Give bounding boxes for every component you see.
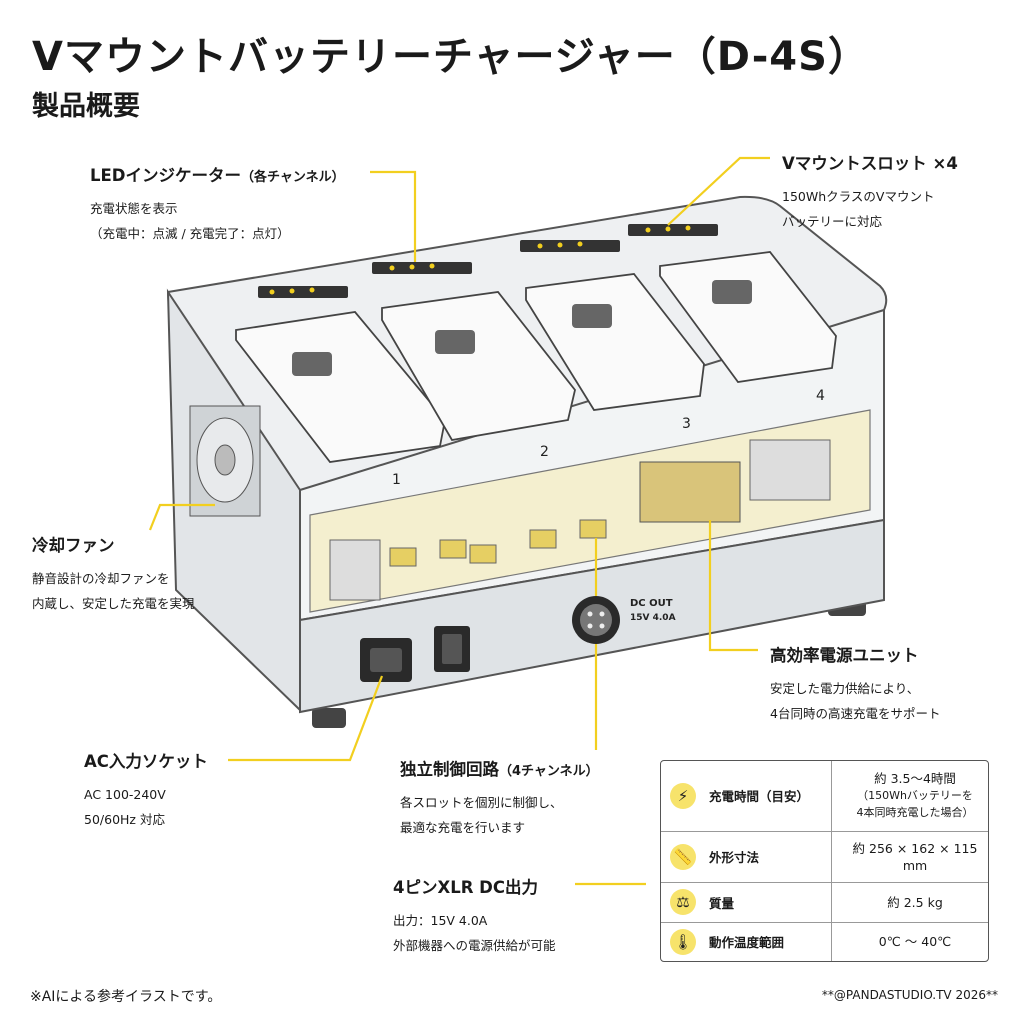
xlr-dc-out (572, 596, 620, 644)
callout-ac-line: AC 100-240V (84, 787, 166, 802)
callout-led: LEDインジケーター（各チャンネル） 充電状態を表示 （充電中：点滅 / 充電完… (90, 162, 345, 246)
callout-ac-line: 50/60Hz 対応 (84, 812, 165, 827)
callout-control-line: 各スロットを個別に制御し、 (400, 795, 563, 810)
led-lights (269, 225, 691, 295)
components (389, 519, 607, 567)
fan-icon (189, 405, 261, 517)
slot-number: 3 (682, 416, 691, 432)
slot-1 (235, 311, 446, 463)
callout-fan-line: 内蔵し、安定した充電を実現 (32, 596, 195, 611)
spec-row: ⚡ 充電時間（目安） 約 3.5〜4時間 （150Whバッテリーを 4本同時充電… (661, 761, 988, 832)
spec-value: 0℃ 〜 40℃ (878, 934, 952, 950)
callout-control: 独立制御回路（4チャンネル） 各スロットを個別に制御し、 最適な充電を行います (400, 756, 599, 840)
callout-control-title: 独立制御回路（4チャンネル） (400, 760, 599, 779)
spec-label: 充電時間（目安） (705, 761, 832, 832)
callout-fan-line: 静音設計の冷却ファンを (32, 571, 170, 586)
ruler-icon: 📏 (670, 843, 696, 870)
callout-dc-line: 外部機器への電源供給が可能 (393, 938, 556, 953)
callout-psu-line: 安定した電力供給により、 (770, 681, 920, 696)
thermometer-icon: 🌡 (670, 928, 696, 955)
callout-dc-title: 4ピンXLR DC出力 (393, 878, 538, 897)
callout-fan: 冷却ファン 静音設計の冷却ファンを 内蔵し、安定した充電を実現 (32, 532, 195, 616)
spec-label: 質量 (705, 882, 832, 923)
ac-socket (360, 638, 412, 682)
spec-table: ⚡ 充電時間（目安） 約 3.5〜4時間 （150Whバッテリーを 4本同時充電… (660, 760, 989, 962)
spec-row: 📏 外形寸法 約 256 × 162 × 115 mm (661, 831, 988, 883)
spec-value: 約 2.5 kg (831, 882, 988, 923)
callout-dc-line: 出力：15V 4.0A (393, 913, 488, 928)
footnote: ※AIによる参考イラストです。 (30, 989, 222, 1005)
callout-psu: 高効率電源ユニット 安定した電力供給により、 4台同時の高速充電をサポート (770, 642, 940, 726)
callout-fan-title: 冷却ファン (32, 536, 115, 555)
callout-psu-title: 高効率電源ユニット (770, 646, 919, 665)
weight-icon: ⚖ (670, 889, 696, 916)
led-strips (258, 224, 718, 298)
page-title: Vマウントバッテリーチャージャー（D-4S） (32, 34, 869, 80)
callout-ac: AC入力ソケット AC 100-240V 50/60Hz 対応 (84, 748, 208, 832)
dc-out-label: DC OUT (630, 598, 673, 609)
spec-label: 動作温度範囲 (705, 922, 832, 961)
callout-slot-title: Vマウントスロット ×4 (782, 154, 958, 173)
foot (312, 708, 346, 728)
callout-ac-title: AC入力ソケット (84, 752, 208, 771)
heatsinks (329, 439, 831, 601)
slot-number: 2 (540, 444, 549, 460)
slot-4 (659, 251, 837, 383)
spec-row: 🌡 動作温度範囲 0℃ 〜 40℃ (661, 922, 988, 961)
slot-number: 1 (392, 472, 401, 488)
callout-led-line: （充電中：点滅 / 充電完了：点灯） (90, 226, 290, 241)
v-mount-slots (235, 251, 837, 463)
callout-led-line: 充電状態を表示 (90, 201, 178, 216)
callout-led-title: LEDインジケーター（各チャンネル） (90, 166, 345, 185)
credit: **@PANDASTUDIO.TV 2026** (821, 988, 998, 1002)
callout-control-line: 最適な充電を行います (400, 820, 526, 835)
spec-row: ⚖ 質量 約 2.5 kg (661, 882, 988, 923)
callout-psu-line: 4台同時の高速充電をサポート (770, 706, 941, 721)
spec-value: 約 3.5〜4時間 （150Whバッテリーを 4本同時充電した場合） (831, 761, 988, 832)
circuit-board (309, 409, 871, 613)
slot-latches (292, 280, 752, 376)
callout-slot-line: バッテリーに対応 (782, 214, 883, 229)
slot-2 (381, 291, 576, 441)
callout-lines (148, 156, 770, 886)
callout-slot: Vマウントスロット ×4 150WhクラスのVマウント バッテリーに対応 (782, 150, 958, 234)
psu-transformer (639, 461, 741, 523)
slot-3 (525, 273, 705, 411)
spec-label: 外形寸法 (705, 831, 832, 883)
slot-number: 4 (816, 388, 825, 404)
page-subtitle: 製品概要 (32, 91, 140, 122)
dc-out-rating: 15V 4.0A (630, 613, 676, 623)
lightning-icon: ⚡ (670, 782, 696, 809)
callout-slot-line: 150WhクラスのVマウント (782, 189, 935, 204)
callout-dc: 4ピンXLR DC出力 出力：15V 4.0A 外部機器への電源供給が可能 (393, 874, 556, 958)
spec-value: 約 256 × 162 × 115 mm (831, 831, 988, 883)
power-switch (434, 626, 470, 672)
